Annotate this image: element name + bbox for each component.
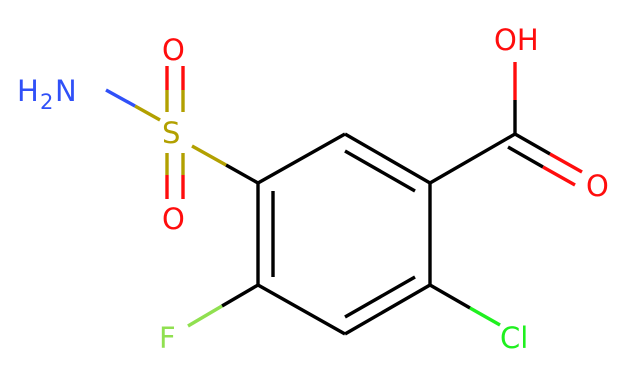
atom-s-sulfur: S: [162, 116, 180, 150]
carboxyl-group: [429, 62, 583, 187]
atom-oh-hydroxyl: OH: [494, 23, 539, 57]
atom-o-carbonyl: O: [586, 169, 609, 203]
bond-ring-s: [225, 163, 259, 185]
bond-c-cl-green: [469, 306, 501, 327]
bond-ring-carboxyl: [429, 132, 516, 185]
sulfonamide-group: [105, 66, 259, 199]
bond-ring-s-yellow: [191, 144, 227, 167]
atom-n-amine: N: [55, 74, 77, 108]
atom-cl-chlorine: Cl: [500, 321, 528, 355]
atom-o-sulfonyl-top: O: [162, 33, 185, 67]
atom-o-sulfonyl-bottom: O: [162, 202, 185, 236]
benzene-ring: [256, 132, 432, 336]
chloro-substituent: [429, 283, 501, 327]
ring-bond: [344, 132, 431, 185]
bond-c-cl: [429, 283, 471, 310]
atom-subscript-2: 2: [40, 90, 53, 114]
bond-c-o-2-red: [542, 165, 576, 187]
bond-s-n-yellow: [134, 104, 161, 122]
ring-bond: [257, 283, 346, 336]
bond-c-o-1: [514, 132, 551, 156]
atom-h-amine: H: [17, 74, 39, 108]
atom-f-fluorine: F: [159, 321, 176, 355]
ring-double-bond: [344, 275, 416, 319]
atom-labels: H 2 N S O O F Cl OH O: [17, 23, 609, 355]
bond-s-n-blue: [105, 88, 136, 108]
bond-c-o-1-red: [549, 152, 583, 174]
bond-c-f: [221, 283, 259, 308]
bond-c-f-green: [187, 304, 223, 328]
ring-double-bond: [344, 149, 416, 193]
ring-bond: [344, 283, 431, 336]
ring-bond: [257, 132, 346, 185]
bond-c-o-2: [507, 145, 544, 169]
fluoro-substituent: [187, 283, 259, 328]
